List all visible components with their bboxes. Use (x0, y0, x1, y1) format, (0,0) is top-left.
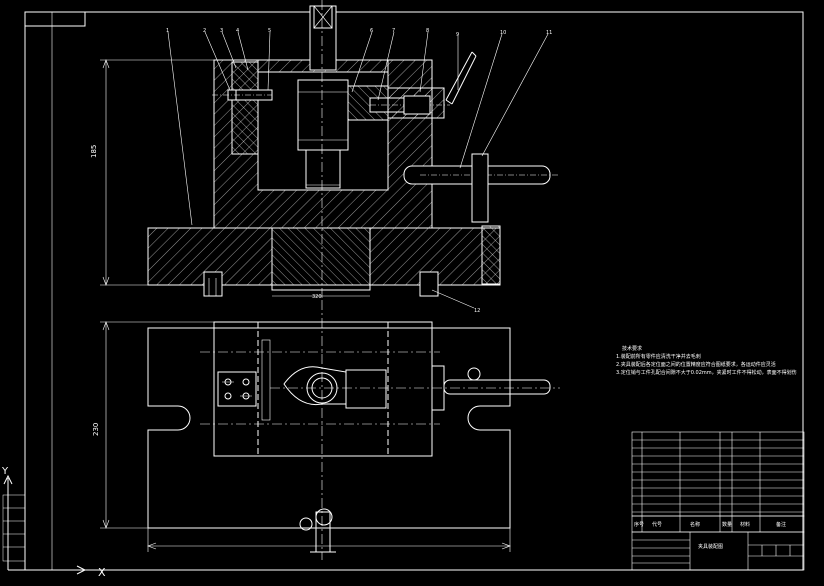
front-height-dim-text: 185 (90, 145, 98, 158)
base-dim-text: 320 (312, 294, 322, 300)
header-col-6: 备注 (776, 521, 786, 528)
balloon-4: 4 (236, 28, 239, 34)
clamp-plan (345, 369, 387, 409)
tech-req-line-1: 1.装配前所有零件应清洗干净并去毛刺 (616, 353, 701, 360)
technical-requirements: 技术要求 1.装配前所有零件应清洗干净并去毛刺 2.夹具装配后各定位面之间的位置… (616, 345, 797, 376)
locating-block (217, 371, 257, 407)
svg-text:X: X (98, 566, 106, 579)
balloon-3: 3 (220, 28, 223, 34)
header-col-1: 序号 (634, 521, 644, 528)
balloon-5: 5 (268, 28, 271, 34)
plan-dimensions: 230 (92, 321, 511, 552)
handle-plan (443, 379, 551, 395)
balloon-2: 2 (203, 28, 206, 34)
base-width-dimension: 320 (272, 294, 370, 300)
front-height-dimension: 185 (90, 59, 214, 286)
part-balloons: 1 2 3 4 5 6 7 8 9 10 11 12 (166, 28, 552, 314)
left-support (231, 61, 259, 155)
drawing-frame (24, 11, 804, 571)
balloon-8: 8 (426, 28, 429, 34)
parts-list-header: 序号 代号 名称 数量 材料 备注 (634, 521, 786, 528)
foot-right (419, 271, 439, 297)
header-col-4: 数量 (722, 521, 732, 528)
header-col-2: 代号 (652, 521, 662, 528)
plan-depth-dim-text: 230 (92, 423, 100, 436)
balloon-1: 1 (166, 28, 169, 34)
balloon-7: 7 (392, 28, 395, 34)
balloon-12: 12 (474, 308, 480, 314)
foot-left (203, 271, 223, 297)
title-block: 夹具装配图 (631, 531, 805, 571)
tech-req-heading: 技术要求 (622, 345, 642, 352)
workpiece (297, 79, 349, 151)
svg-text:Y: Y (1, 466, 9, 477)
balloon-11: 11 (546, 30, 552, 36)
tech-req-line-3: 3.定位销与工件孔配合间隙不大于0.02mm，夹紧时工件不得松动，表面不得划伤 (616, 369, 797, 376)
header-col-5: 材料 (740, 521, 750, 528)
handle-post (471, 153, 489, 223)
balloon-6: 6 (370, 28, 373, 34)
ucs-axis-icon: Y X (1, 466, 106, 579)
header-col-3: 名称 (690, 521, 700, 528)
plan-centerlines (200, 300, 560, 560)
balloon-10: 10 (500, 30, 506, 36)
front-section-view[interactable] (147, 5, 560, 297)
drawing-name: 夹具装配图 (698, 543, 723, 550)
tech-req-line-2: 2.夹具装配后各定位面之间的位置精度应符合图纸要求，各运动件应灵活 (616, 361, 776, 368)
balloon-9: 9 (456, 32, 459, 38)
